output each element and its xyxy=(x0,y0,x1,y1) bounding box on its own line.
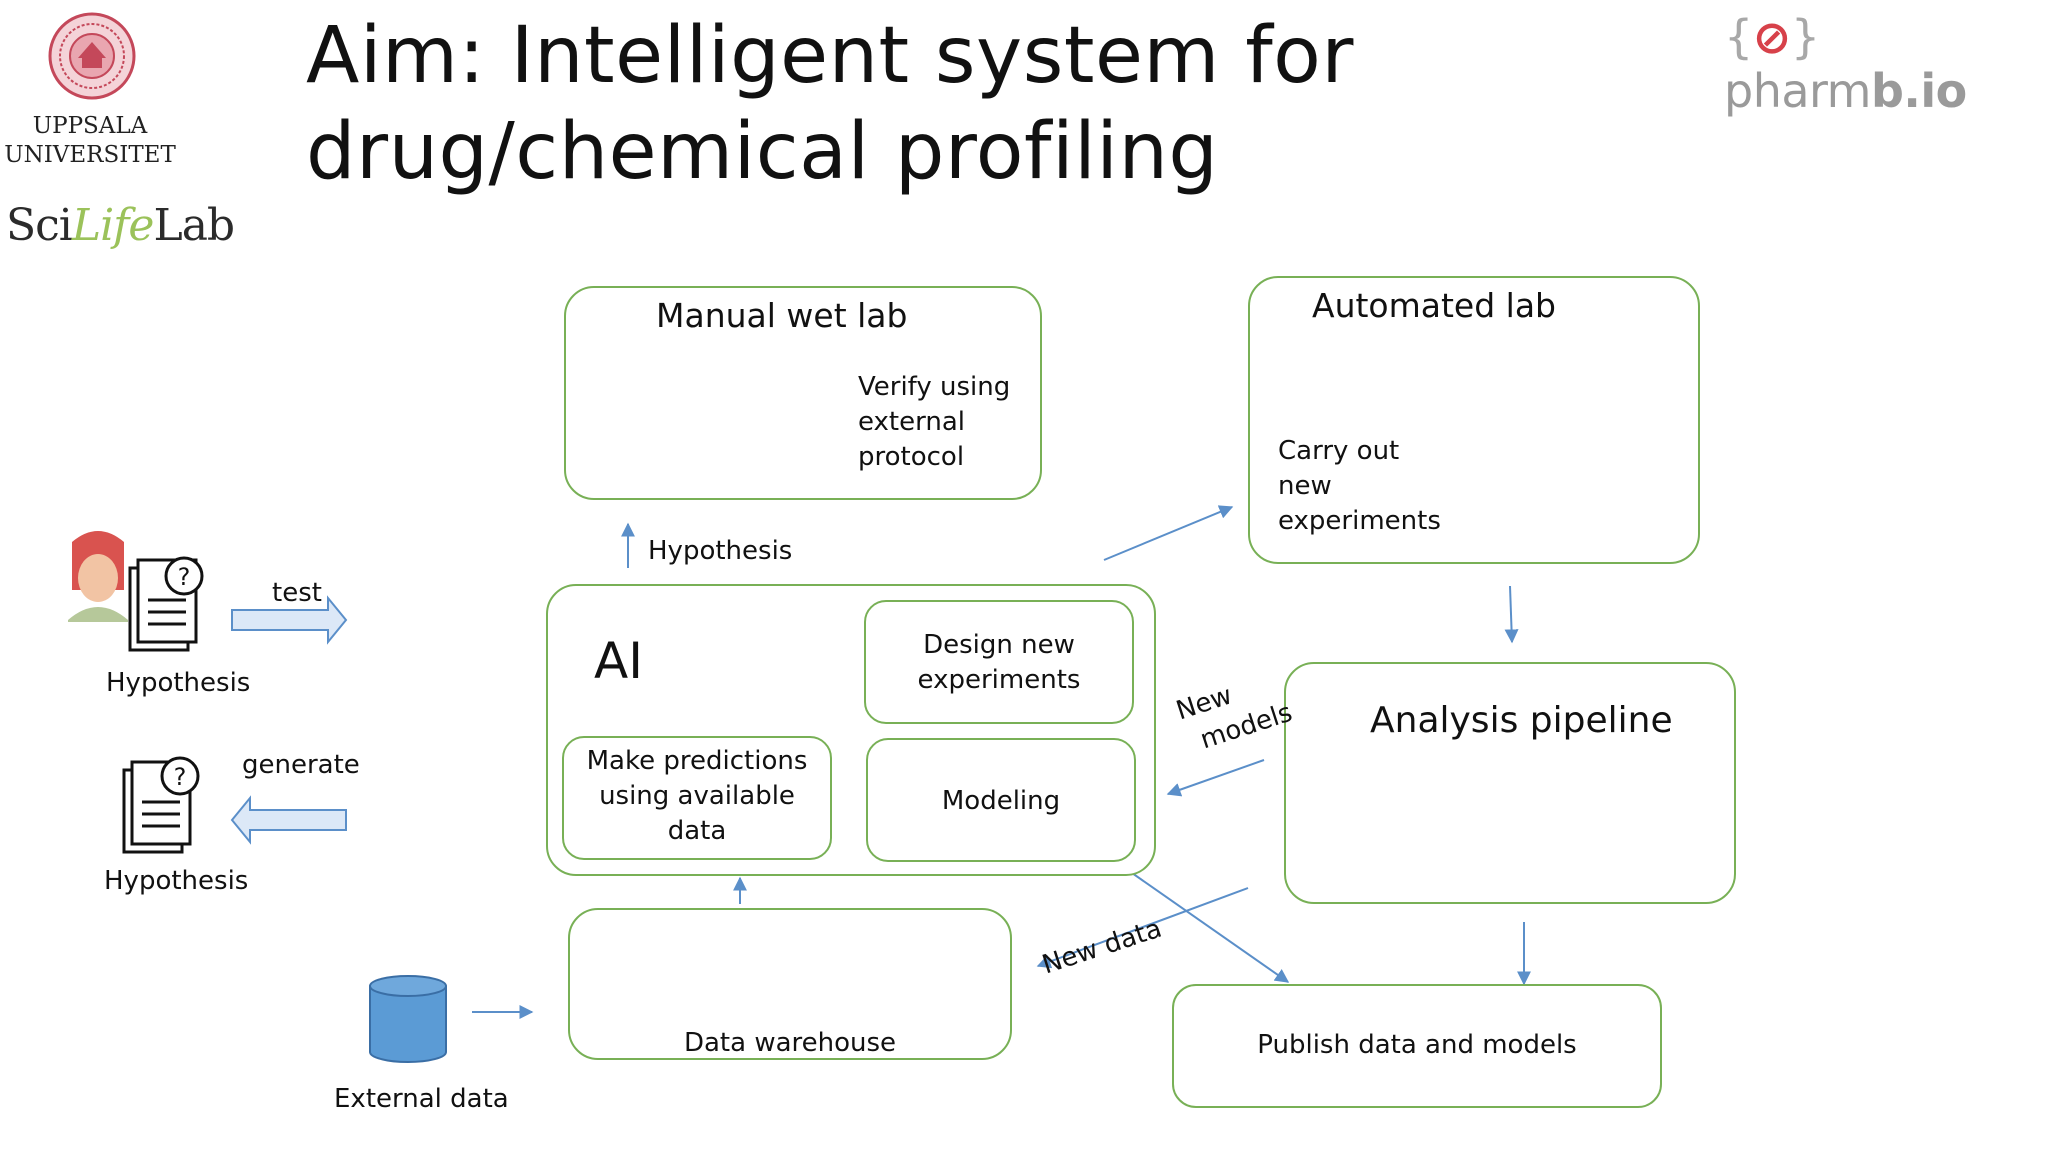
manual-wet-lab-text: Verify using external protocol xyxy=(858,370,1010,475)
hypothesis-label-bottom: Hypothesis xyxy=(104,866,249,896)
manual-wet-lab-box xyxy=(564,286,1042,500)
automated-text-line1: Carry out xyxy=(1278,436,1400,466)
data-warehouse-label: Data warehouse xyxy=(683,1028,897,1058)
publish-box xyxy=(1172,984,1662,1108)
design-text-line1: Design new xyxy=(923,630,1075,660)
external-database-icon xyxy=(369,975,447,1063)
uppsala-line2: UNIVERSITET xyxy=(4,142,176,168)
design-text-line2: experiments xyxy=(917,665,1081,695)
predict-text-line2: using available xyxy=(599,781,795,811)
scilifelab-logo: SciLifeLab xyxy=(6,200,235,251)
predict-text-line1: Make predictions xyxy=(586,746,808,776)
predict-text-line3: data xyxy=(667,816,727,846)
pharmbio-suffix: b.io xyxy=(1870,64,1967,118)
manual-wet-lab-title: Manual wet lab xyxy=(656,296,908,335)
title-line1: Aim: Intelligent system for xyxy=(306,11,1354,101)
slide-title: Aim: Intelligent system for drug/chemica… xyxy=(306,8,1354,200)
generate-block-arrow xyxy=(230,795,347,845)
scilifelab-part1: Sci xyxy=(6,200,73,251)
design-experiments-text: Design new experiments xyxy=(864,628,1134,698)
make-predictions-text: Make predictions using available data xyxy=(562,744,832,849)
modeling-box xyxy=(866,738,1136,862)
pharmbio-brace-close: } xyxy=(1790,10,1820,64)
automated-lab-text: Carry out new experiments xyxy=(1278,434,1441,539)
pill-icon: ⊘ xyxy=(1752,10,1792,64)
arrow-ai-to-automated-lab xyxy=(1103,505,1234,561)
arrow-ai-to-publish xyxy=(1121,865,1290,983)
pharmbio-logo: {⊘} pharmb.io xyxy=(1724,10,2048,118)
analysis-pipeline-title: Analysis pipeline xyxy=(1370,700,1673,741)
arrow-new-data xyxy=(1036,887,1249,969)
automated-lab-title: Automated lab xyxy=(1312,286,1557,325)
svg-text:?: ? xyxy=(178,563,191,591)
scilifelab-part3: Lab xyxy=(153,200,235,251)
hypothesis-document-icon-top: ? xyxy=(128,556,204,652)
scilifelab-part2: Life xyxy=(71,200,155,251)
automated-text-line3: experiments xyxy=(1278,506,1441,536)
test-label: test xyxy=(272,578,322,608)
generate-label: generate xyxy=(242,750,360,780)
automated-lab-box xyxy=(1248,276,1700,564)
wet-lab-text-line3: protocol xyxy=(858,442,965,472)
pharmbio-brace-open: { xyxy=(1724,10,1753,64)
arrow-automated-to-analysis xyxy=(1504,585,1519,644)
publish-label: Publish data and models xyxy=(1257,1030,1577,1060)
modeling-text: Modeling xyxy=(941,786,1061,816)
uppsala-seal-icon xyxy=(48,12,136,100)
uppsala-university-logo xyxy=(48,12,136,100)
uppsala-line1: UPPSALA xyxy=(32,113,148,139)
person-icon xyxy=(68,531,128,622)
hypothesis-arrow-label: Hypothesis xyxy=(648,536,793,566)
design-experiments-box xyxy=(864,600,1134,724)
title-line2: drug/chemical profiling xyxy=(306,107,1219,197)
automated-text-line2: new xyxy=(1278,471,1332,501)
make-predictions-box xyxy=(562,736,832,860)
wet-lab-text-line2: external xyxy=(858,407,965,437)
arrow-new-models xyxy=(1166,759,1265,797)
data-warehouse-box xyxy=(568,908,1012,1060)
svg-text:?: ? xyxy=(174,763,187,791)
test-block-arrow xyxy=(231,595,348,645)
pharmbio-prefix: pharm xyxy=(1724,64,1871,118)
external-data-label: External data xyxy=(334,1084,509,1114)
wet-lab-text-line1: Verify using xyxy=(858,372,1011,402)
analysis-pipeline-box xyxy=(1284,662,1736,904)
hypothesis-document-icon-bottom: ? xyxy=(122,756,200,854)
hypothesis-label-top: Hypothesis xyxy=(106,668,251,698)
uppsala-university-name: UPPSALA UNIVERSITET xyxy=(4,112,176,170)
ai-label: AI xyxy=(594,632,643,690)
